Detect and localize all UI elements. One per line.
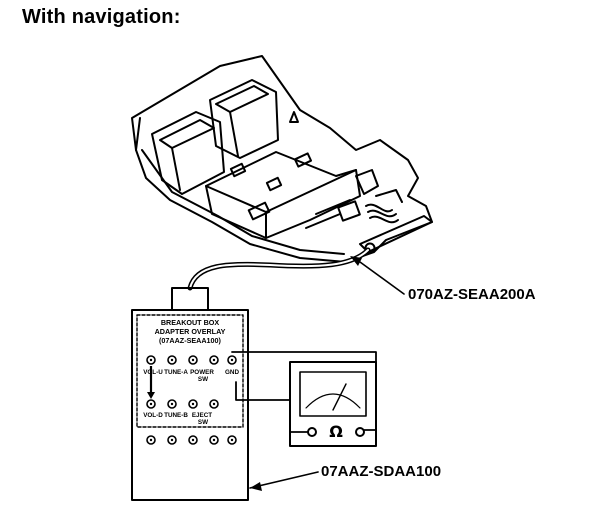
- label-gnd: GND: [225, 369, 239, 376]
- console-assembly: [131, 55, 433, 263]
- label-power: POWER: [190, 369, 214, 376]
- overlay-title-2: ADAPTER OVERLAY: [155, 327, 226, 336]
- cable-arrowhead: [350, 256, 362, 266]
- label-vol-u: VOL-U: [143, 369, 163, 376]
- label-power-sw: SW: [198, 376, 208, 383]
- diagram-heading: With navigation:: [22, 6, 181, 28]
- box-part-label: 07AAZ-SDAA100: [321, 463, 441, 480]
- box-arrowhead: [250, 482, 262, 491]
- label-tune-b: TUNE-B: [164, 412, 188, 419]
- label-eject-sw: SW: [198, 419, 208, 426]
- test-leads: [231, 351, 377, 433]
- label-vol-d: VOL-D: [143, 412, 163, 419]
- probe-link-arrowhead: [147, 392, 155, 399]
- cable-part-label: 070AZ-SEAA200A: [408, 286, 536, 303]
- label-tune-a: TUNE-A: [164, 369, 188, 376]
- leader-arrows: [249, 261, 405, 489]
- ohm-symbol: Ω: [329, 422, 343, 441]
- jack-centers: [149, 358, 234, 442]
- overlay-title-3: (07AAZ-SEAA100): [159, 336, 222, 345]
- overlay-title-1: BREAKOUT BOX: [161, 318, 220, 327]
- adapter-cable: [187, 247, 371, 291]
- label-eject: EJECT: [192, 412, 212, 419]
- breakout-box: [131, 287, 249, 501]
